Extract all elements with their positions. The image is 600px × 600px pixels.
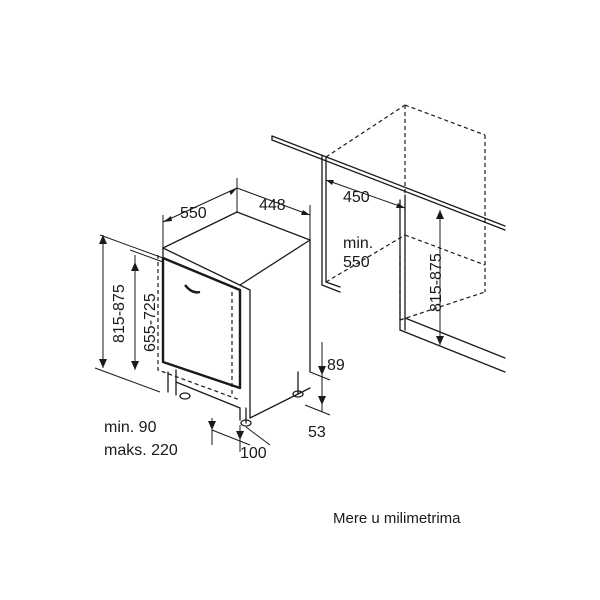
dim-niche-height-right: 815-875 xyxy=(428,253,445,312)
niche-drawing xyxy=(271,104,506,373)
dim-plinth-depth: 100 xyxy=(240,445,267,462)
dim-plinth-gap-max: maks. 220 xyxy=(104,442,178,459)
dim-niche-depth: 450 xyxy=(343,189,370,206)
dim-appliance-width: 448 xyxy=(259,197,286,214)
dim-plinth-gap-min: min. 90 xyxy=(104,419,157,436)
dimension-lines xyxy=(94,178,444,452)
dishwasher-drawing xyxy=(157,211,311,427)
units-caption: Mere u milimetrima xyxy=(333,510,461,527)
dim-min-niche-depth-label: min. xyxy=(343,235,373,252)
dim-min-niche-depth-value: 550 xyxy=(343,254,370,271)
dim-overall-depth: 550 xyxy=(180,205,207,222)
dim-plinth-height: 89 xyxy=(327,357,345,374)
dim-niche-height-left: 815-875 xyxy=(111,284,128,343)
dim-appliance-height: 655-725 xyxy=(142,293,159,352)
dim-foot-height: 53 xyxy=(308,424,326,441)
